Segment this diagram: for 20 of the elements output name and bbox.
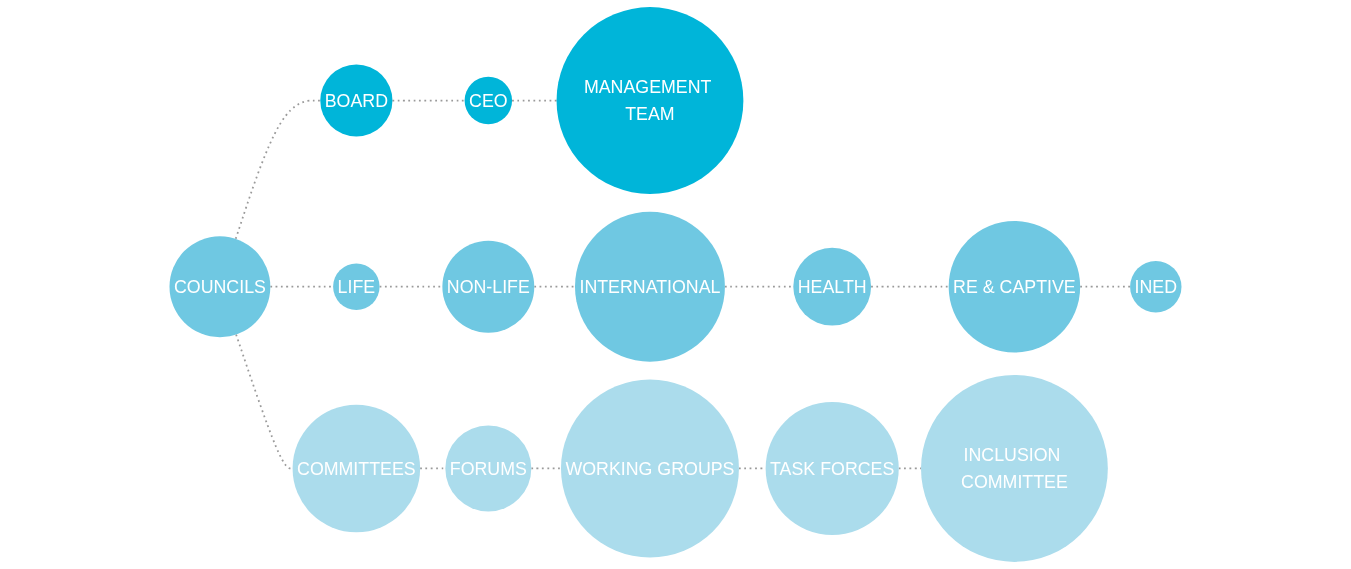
node-circle: COUNCILS xyxy=(169,236,271,338)
node-circle: COMMITTEES xyxy=(292,404,421,533)
connector xyxy=(234,99,322,240)
node-circle: HEALTH xyxy=(793,247,872,326)
node-circle: BOARD xyxy=(320,64,393,137)
connector xyxy=(391,99,466,102)
node-circle: FORUMS xyxy=(445,425,532,512)
node-circle: INCLUSION COMMITTEE xyxy=(921,375,1108,562)
connector xyxy=(533,285,576,288)
node-circle: INTERNATIONAL xyxy=(575,211,725,362)
connector xyxy=(269,285,334,288)
node-circle: INED xyxy=(1130,261,1182,313)
node-circle: CEO xyxy=(464,76,513,125)
node-circle: TASK FORCES xyxy=(765,401,899,536)
node-circle: RE & CAPTIVE xyxy=(948,220,1081,353)
node-circle: NON-LIFE xyxy=(442,240,535,333)
connector xyxy=(530,467,562,470)
node-circle: LIFE xyxy=(333,263,380,310)
node-circle: MANAGEMENT TEAM xyxy=(556,7,744,194)
node-circle: WORKING GROUPS xyxy=(561,379,739,558)
